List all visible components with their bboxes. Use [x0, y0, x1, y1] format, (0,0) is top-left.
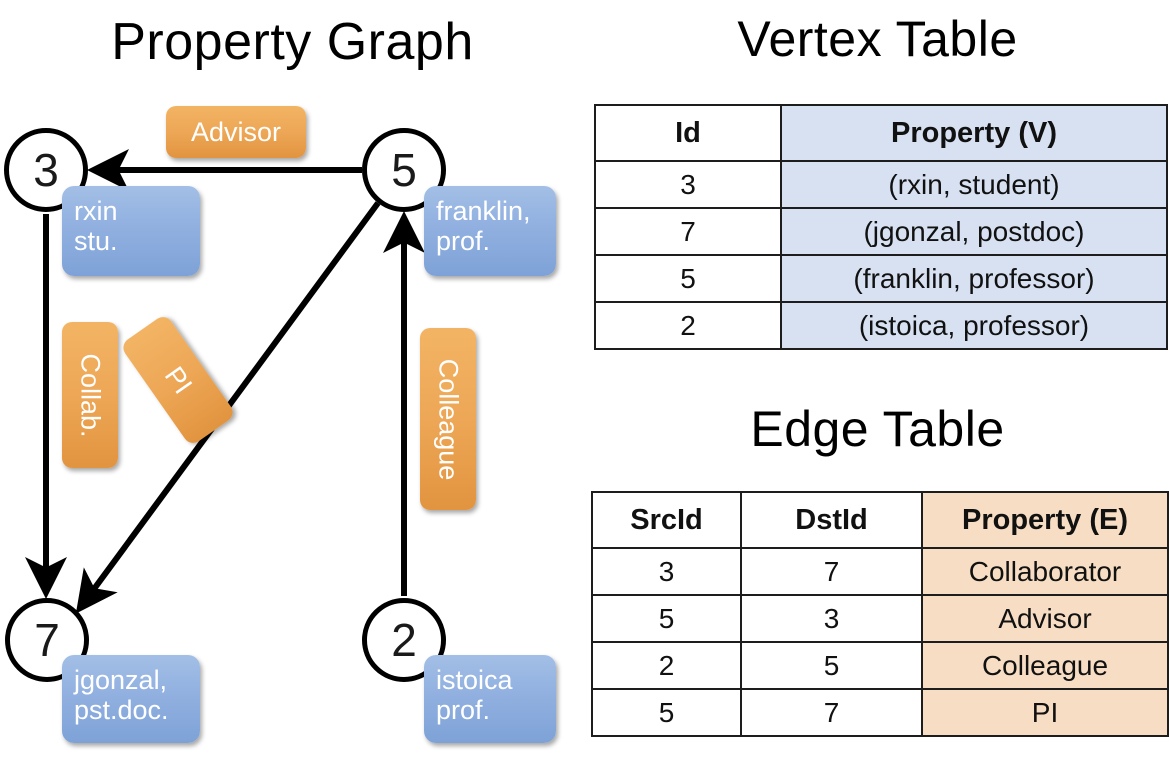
vertex-cell-id: 3	[594, 160, 782, 209]
vertex-cell-id: 2	[594, 301, 782, 350]
vertex-cell-property: (jgonzal, postdoc)	[780, 207, 1168, 256]
node-5-prop-line1: franklin,	[436, 196, 531, 226]
edge-label-colleague[interactable]: Colleague	[420, 328, 476, 510]
node-property-box-2[interactable]: istoica prof.	[424, 655, 556, 743]
table-row[interactable]: 5 3 Advisor	[591, 594, 1169, 643]
node-5-prop-line2: prof.	[436, 226, 491, 257]
edge-label-collab[interactable]: Collab.	[62, 322, 118, 468]
edge-cell-dst: 5	[740, 641, 923, 690]
node-2-prop-line2: prof.	[436, 695, 491, 726]
table-row[interactable]: 3 7 Collaborator	[591, 547, 1169, 596]
edge-col-property: Property (E)	[921, 491, 1169, 549]
edge-label-advisor[interactable]: Advisor	[166, 106, 306, 158]
edge-cell-dst: 7	[740, 547, 923, 596]
edge-col-srcid: SrcId	[591, 491, 742, 549]
edge-cell-src: 5	[591, 594, 742, 643]
table-row[interactable]: 7 (jgonzal, postdoc)	[594, 207, 1168, 256]
table-row[interactable]: 5 (franklin, professor)	[594, 254, 1168, 303]
node-3-prop-line2: stu.	[74, 226, 118, 257]
table-row[interactable]: 2 (istoica, professor)	[594, 301, 1168, 350]
edge-cell-src: 5	[591, 688, 742, 737]
table-row[interactable]: 2 5 Colleague	[591, 641, 1169, 690]
vertex-table: Id Property (V) 3 (rxin, student) 7 (jgo…	[594, 104, 1168, 350]
node-2-prop-line1: istoica	[436, 665, 513, 695]
node-3-prop-line1: rxin	[74, 196, 118, 226]
vertex-cell-id: 5	[594, 254, 782, 303]
table-row[interactable]: 3 (rxin, student)	[594, 160, 1168, 209]
edge-cell-property: Colleague	[921, 641, 1169, 690]
table-row[interactable]: 5 7 PI	[591, 688, 1169, 737]
vertex-cell-property: (rxin, student)	[780, 160, 1168, 209]
property-graph-title: Property Graph	[111, 13, 474, 71]
vertex-table-title: Vertex Table	[737, 11, 1018, 67]
vertex-cell-property: (istoica, professor)	[780, 301, 1168, 350]
graph-node-2[interactable]: 2	[362, 598, 446, 682]
node-7-prop-line2: pst.doc.	[74, 695, 169, 726]
table-header-row: Id Property (V)	[594, 104, 1168, 162]
edge-table: SrcId DstId Property (E) 3 7 Collaborato…	[591, 491, 1169, 737]
edge-cell-dst: 7	[740, 688, 923, 737]
edge-col-dstid: DstId	[740, 491, 923, 549]
edge-table-title: Edge Table	[750, 401, 1005, 457]
edge-cell-src: 3	[591, 547, 742, 596]
node-property-box-7[interactable]: jgonzal, pst.doc.	[62, 655, 200, 743]
vertex-col-property: Property (V)	[780, 104, 1168, 162]
graph-node-5[interactable]: 5	[362, 128, 446, 212]
edge-cell-property: Collaborator	[921, 547, 1169, 596]
node-property-box-3[interactable]: rxin stu.	[62, 186, 200, 276]
edge-cell-property: Advisor	[921, 594, 1169, 643]
table-header-row: SrcId DstId Property (E)	[591, 491, 1169, 549]
vertex-cell-id: 7	[594, 207, 782, 256]
edge-cell-property: PI	[921, 688, 1169, 737]
node-property-box-5[interactable]: franklin, prof.	[424, 186, 556, 276]
vertex-col-id: Id	[594, 104, 782, 162]
node-7-prop-line1: jgonzal,	[74, 665, 168, 695]
edge-cell-src: 2	[591, 641, 742, 690]
vertex-cell-property: (franklin, professor)	[780, 254, 1168, 303]
edge-cell-dst: 3	[740, 594, 923, 643]
